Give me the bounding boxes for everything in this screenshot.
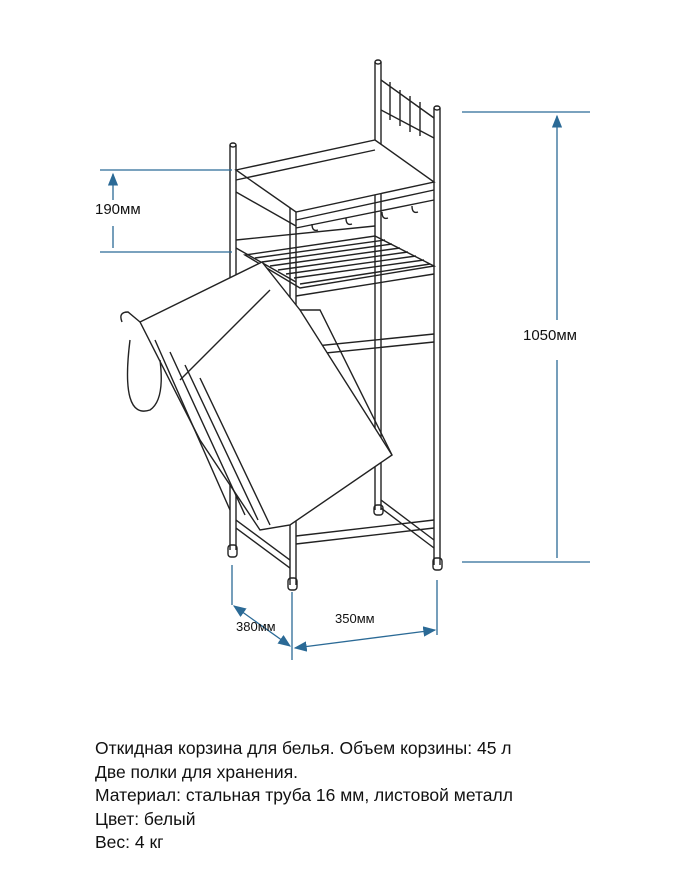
- description-line: Откидная корзина для белья. Объем корзин…: [95, 738, 512, 758]
- description-line: Материал: стальная труба 16 мм, листовой…: [95, 785, 513, 805]
- rack-frame: [227, 59, 443, 591]
- shelf-gap-dimension: 190мм: [95, 201, 141, 218]
- depth-dimension: 380мм: [236, 619, 276, 634]
- description-line: Вес: 4 кг: [95, 832, 164, 852]
- height-dimension: 1050мм: [523, 327, 577, 344]
- laundry-basket: [120, 261, 393, 531]
- description-line: Две полки для хранения.: [95, 761, 299, 782]
- description-line: Цвет: белый: [95, 808, 196, 829]
- width-dimension: 350мм: [335, 611, 375, 626]
- dimension-lines: [100, 112, 590, 660]
- product-description: Откидная корзина для белья. Объем корзин…: [95, 737, 513, 855]
